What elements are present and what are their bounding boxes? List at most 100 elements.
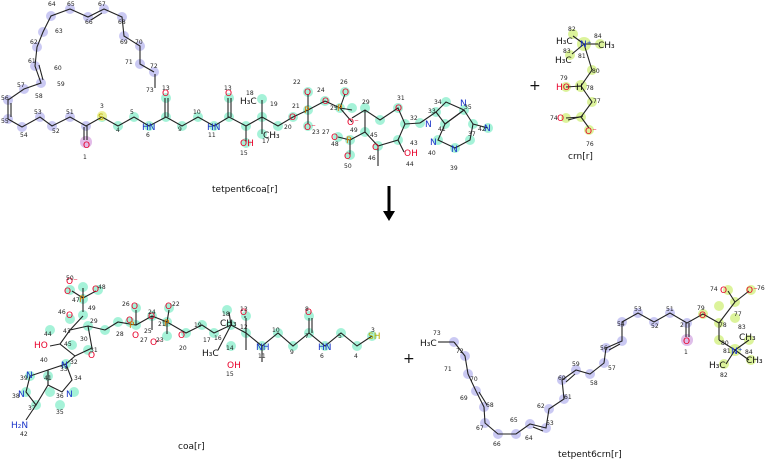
svg-text:48: 48 [98, 284, 106, 291]
svg-text:51: 51 [66, 109, 74, 116]
plus-sign-substrates: + [529, 78, 541, 94]
svg-text:79: 79 [697, 305, 705, 312]
svg-text:N: N [26, 371, 33, 381]
svg-text:HN: HN [318, 343, 332, 353]
svg-text:37: 37 [468, 131, 476, 138]
svg-text:52: 52 [52, 128, 60, 135]
svg-text:78: 78 [719, 322, 727, 329]
svg-text:84: 84 [745, 349, 753, 356]
molecule-coa: O⁻ O P O O HO O N N N N H₂N O O P O O P … [11, 275, 380, 452]
svg-text:58: 58 [35, 93, 43, 100]
svg-text:N: N [425, 120, 432, 130]
svg-text:H₃C: H₃C [420, 339, 437, 349]
svg-text:CH₃: CH₃ [220, 319, 237, 329]
svg-text:83: 83 [563, 48, 571, 55]
svg-text:40: 40 [40, 357, 48, 364]
svg-text:O: O [92, 285, 99, 295]
svg-text:O: O [83, 141, 90, 151]
svg-text:6: 6 [320, 353, 324, 360]
svg-text:19: 19 [270, 101, 278, 108]
svg-text:10: 10 [272, 327, 280, 334]
svg-text:N: N [460, 99, 467, 109]
svg-text:34: 34 [74, 375, 82, 382]
svg-text:64: 64 [48, 1, 56, 8]
svg-text:H₂N: H₂N [11, 421, 28, 431]
svg-text:O: O [699, 311, 706, 321]
svg-text:O: O [395, 104, 402, 114]
svg-text:S: S [98, 113, 104, 123]
svg-text:67: 67 [476, 425, 484, 432]
svg-text:77: 77 [593, 98, 601, 105]
svg-text:OH: OH [240, 139, 254, 149]
svg-text:9: 9 [290, 349, 294, 356]
svg-text:27: 27 [322, 129, 330, 136]
svg-text:21: 21 [292, 103, 300, 110]
svg-text:84: 84 [594, 33, 602, 40]
svg-text:3: 3 [371, 327, 375, 334]
svg-text:OH: OH [227, 361, 241, 371]
svg-text:68: 68 [486, 402, 494, 409]
svg-text:H₃C: H₃C [709, 361, 726, 371]
svg-text:NH: NH [256, 343, 270, 353]
svg-text:35: 35 [464, 104, 472, 111]
coa-atom-labels: O⁻ O P O O HO O N N N N H₂N O O P O O P … [11, 277, 380, 431]
svg-text:62: 62 [537, 403, 545, 410]
svg-text:26: 26 [122, 301, 130, 308]
svg-text:O: O [126, 316, 133, 326]
svg-text:N: N [430, 138, 437, 148]
svg-text:35: 35 [56, 409, 64, 416]
svg-text:41: 41 [44, 375, 52, 382]
svg-text:23: 23 [312, 129, 320, 136]
svg-text:44: 44 [44, 331, 52, 338]
svg-text:O: O [331, 133, 338, 143]
svg-text:49: 49 [350, 127, 358, 134]
svg-text:20: 20 [179, 345, 187, 352]
svg-text:7: 7 [305, 333, 309, 340]
svg-text:13: 13 [162, 85, 170, 92]
svg-text:O: O [88, 351, 95, 361]
svg-text:59: 59 [572, 361, 580, 368]
svg-text:81: 81 [578, 53, 586, 60]
svg-text:25: 25 [144, 328, 152, 335]
svg-text:52: 52 [651, 323, 659, 330]
svg-text:9: 9 [178, 126, 182, 133]
svg-text:79: 79 [560, 75, 568, 82]
svg-text:25: 25 [330, 105, 338, 112]
svg-text:19: 19 [194, 322, 202, 329]
svg-text:N: N [18, 390, 25, 400]
svg-text:P: P [129, 321, 135, 331]
svg-text:32: 32 [410, 115, 418, 122]
svg-text:O: O [344, 152, 351, 162]
svg-text:54: 54 [617, 321, 625, 328]
svg-text:N: N [484, 124, 491, 134]
svg-text:HN: HN [207, 123, 221, 133]
svg-text:22: 22 [172, 301, 180, 308]
svg-text:28: 28 [116, 331, 124, 338]
svg-text:CH₃: CH₃ [598, 41, 615, 51]
svg-text:45: 45 [64, 341, 72, 348]
svg-text:5: 5 [130, 109, 134, 116]
svg-text:P: P [346, 136, 352, 146]
svg-text:63: 63 [546, 420, 554, 427]
tetpent6crn-label: tetpent6crn[r] [558, 450, 622, 460]
svg-text:73: 73 [146, 87, 154, 94]
svg-text:13: 13 [240, 306, 248, 313]
plus-sign-products: + [403, 351, 415, 367]
svg-text:17: 17 [262, 138, 270, 145]
svg-text:70: 70 [470, 376, 478, 383]
svg-text:H: H [576, 83, 583, 93]
svg-text:13: 13 [224, 85, 232, 92]
svg-text:33: 33 [428, 108, 436, 115]
svg-text:72: 72 [456, 348, 464, 355]
svg-text:12: 12 [240, 324, 248, 331]
svg-text:O⁻: O⁻ [150, 338, 162, 348]
svg-text:59: 59 [57, 81, 65, 88]
svg-text:54: 54 [20, 132, 28, 139]
svg-text:58: 58 [590, 380, 598, 387]
svg-text:77: 77 [734, 311, 742, 318]
svg-text:29: 29 [362, 99, 370, 106]
